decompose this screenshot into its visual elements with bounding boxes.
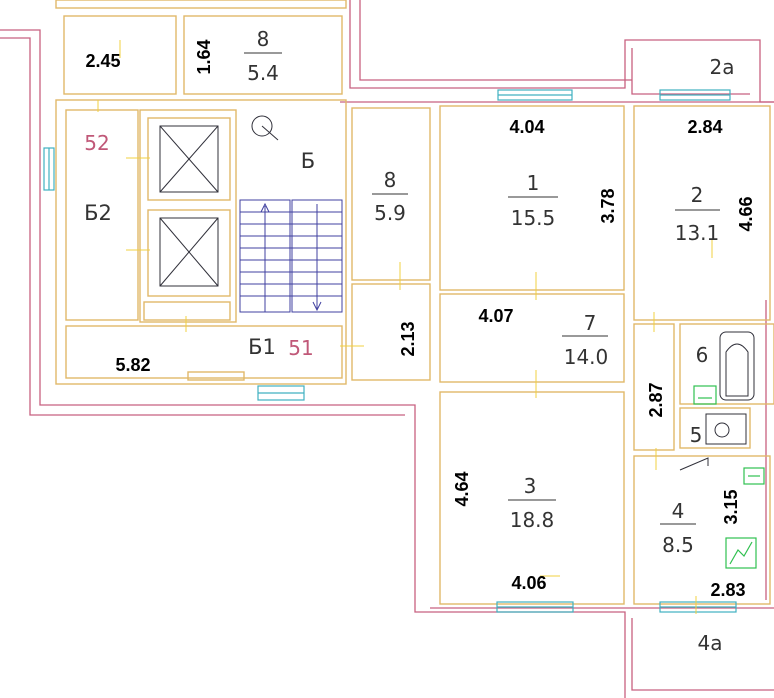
room-8b-number: 8 [384,168,397,192]
bathtub-icon [719,331,755,401]
label-51: 51 [288,336,313,360]
dim-2-87: 2.87 [646,382,666,417]
dim-2-83: 2.83 [710,580,745,600]
dim-4-64: 4.64 [452,471,472,506]
room-8a-area: 5.4 [247,61,279,85]
room-6-number: 6 [696,343,709,367]
outlet-ticks [97,40,713,614]
dim-3-78: 3.78 [598,188,618,223]
door-arc [679,457,709,471]
room-2-number: 2 [691,183,704,207]
dim-5-82: 5.82 [115,355,150,375]
label-52: 52 [84,131,109,155]
label-b: Б [301,149,315,173]
elevator-shafts [159,125,219,287]
dim-4-07: 4.07 [478,306,513,326]
interior-walls [55,0,774,605]
room-3-area: 18.8 [510,508,555,532]
room-4a-label: 4а [698,631,723,655]
label-b1: Б1 [248,335,276,359]
room-1-number: 1 [527,171,540,195]
room-4-area: 8.5 [662,533,694,557]
room-5-number: 5 [690,423,703,447]
room-8a-number: 8 [257,27,270,51]
windows [43,89,737,613]
room-1-area: 15.5 [511,206,556,230]
sink-icon [693,385,765,485]
room-2-area: 13.1 [675,221,720,245]
room-7-area: 14.0 [564,345,609,369]
room-4-number: 4 [672,499,685,523]
chute-icon [251,115,279,141]
room-3-number: 3 [524,474,537,498]
room-7-number: 7 [584,311,597,335]
dim-2-13: 2.13 [398,321,418,356]
staircase [239,199,343,313]
room-8b-area: 5.9 [374,201,406,225]
dim-4-04: 4.04 [509,117,544,137]
toilet-icon [705,413,747,445]
dim-2-45: 2.45 [85,51,120,71]
dim-3-15: 3.15 [721,489,741,524]
dim-2-84: 2.84 [687,117,722,137]
dim-1-64: 1.64 [194,39,214,74]
dim-4-66: 4.66 [736,196,756,231]
stove-icon [725,537,757,569]
dim-4-06: 4.06 [511,573,546,593]
label-b2: Б2 [84,201,112,225]
room-2a-label: 2а [710,55,735,79]
